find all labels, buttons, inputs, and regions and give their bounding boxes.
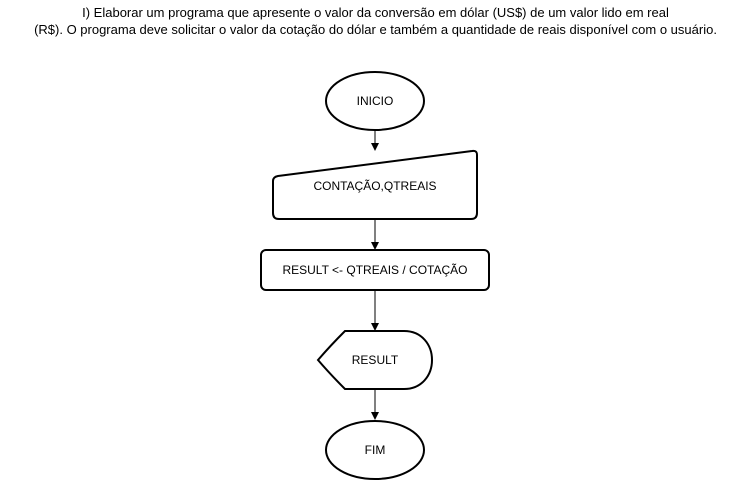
input-node-label: CONTAÇÃO,QTREAIS xyxy=(313,179,436,193)
start-node: INICIO xyxy=(325,71,425,131)
problem-statement-line-1: I) Elaborar um programa que apresente o … xyxy=(82,5,669,20)
start-node-label: INICIO xyxy=(357,94,394,108)
end-node-label: FIM xyxy=(365,443,386,457)
output-node: RESULT xyxy=(316,330,434,390)
end-node: FIM xyxy=(325,420,425,480)
process-node: RESULT <- QTREAIS / COTAÇÃO xyxy=(260,249,490,291)
output-node-label: RESULT xyxy=(352,353,399,367)
process-node-label: RESULT <- QTREAIS / COTAÇÃO xyxy=(282,263,467,277)
input-node: CONTAÇÃO,QTREAIS xyxy=(272,149,478,220)
problem-statement: I) Elaborar um programa que apresente o … xyxy=(0,4,751,38)
problem-statement-line-2: (R$). O programa deve solicitar o valor … xyxy=(34,22,717,37)
